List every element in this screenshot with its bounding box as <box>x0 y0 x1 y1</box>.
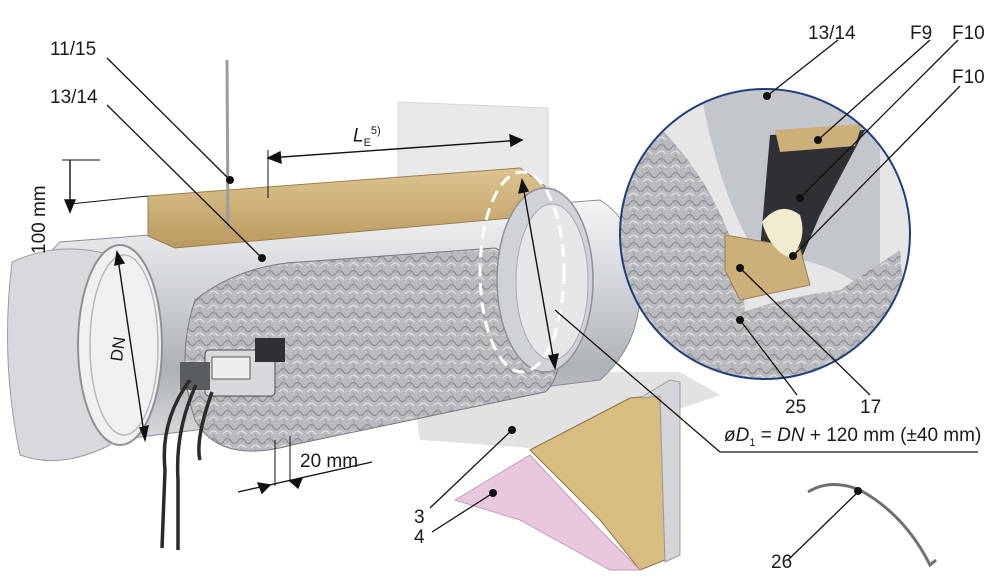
dimension-dn: DN <box>107 335 130 363</box>
dimension-lines <box>62 133 559 495</box>
label-17: 17 <box>860 397 882 418</box>
le-subscript: E <box>363 137 371 150</box>
formula-equals: = <box>755 425 778 446</box>
leader-dots <box>226 92 822 497</box>
label-f10-top: F10 <box>952 23 985 44</box>
label-f10-second: F10 <box>952 67 985 88</box>
detail-magnifier <box>619 88 911 380</box>
formula-subscript: 1 <box>749 436 756 449</box>
dimension-20mm: 20 mm <box>300 451 359 472</box>
fixing-clip-26 <box>807 483 937 568</box>
formula-dn: DN <box>777 425 805 446</box>
actuator-cables <box>160 378 214 550</box>
dimension-100mm: 100 mm <box>29 185 50 254</box>
dimension-le: LE5) <box>353 126 381 149</box>
label-f9: F9 <box>910 23 933 44</box>
label-25: 25 <box>785 397 807 418</box>
label-13-14-left: 13/14 <box>50 87 98 108</box>
label-13-14-right: 13/14 <box>808 23 856 44</box>
label-26: 26 <box>771 552 793 573</box>
le-symbol: L <box>353 125 364 147</box>
leader-lines <box>106 39 978 561</box>
pink-board <box>453 454 642 571</box>
label-3: 3 <box>414 507 425 528</box>
dashed-outer-diameter <box>478 170 566 374</box>
suspension-rod <box>225 59 230 229</box>
label-11-15: 11/15 <box>50 39 97 60</box>
formula-symbol: øD <box>724 425 750 446</box>
formula-rest: + 120 mm (±40 mm) <box>804 425 982 446</box>
le-footnote: 5) <box>370 125 381 137</box>
label-4: 4 <box>414 527 425 548</box>
diameter-formula: øD1 = DN + 120 mm (±40 mm) <box>724 426 981 449</box>
duct-end-ring <box>77 244 163 446</box>
